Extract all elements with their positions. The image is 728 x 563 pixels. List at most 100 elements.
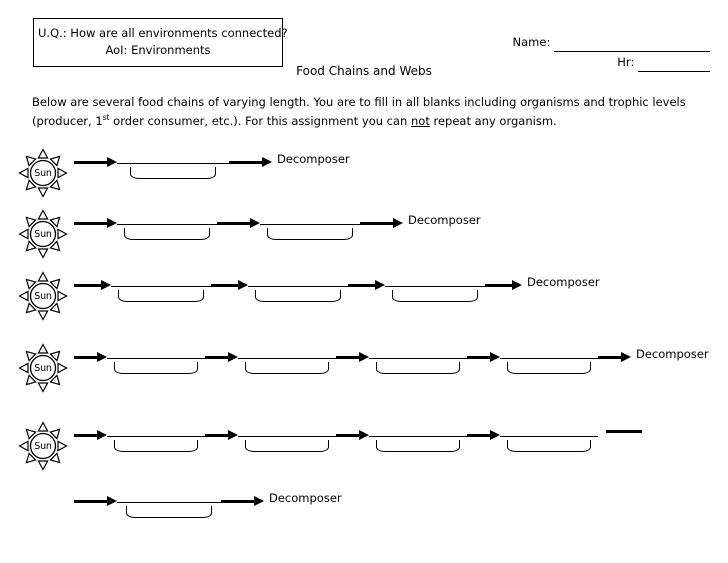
decomposer-label: Decomposer <box>636 347 709 361</box>
organism-name-blank[interactable] <box>111 272 211 287</box>
arrow-icon <box>360 218 403 228</box>
trophic-level-blank[interactable] <box>126 506 212 518</box>
organism-blank-slot[interactable] <box>369 422 467 452</box>
arrow-shaft <box>74 221 108 225</box>
name-input-line[interactable] <box>554 40 710 53</box>
organism-blank-slot[interactable] <box>385 272 485 302</box>
decomposer-label: Decomposer <box>269 491 342 505</box>
organism-blank-slot[interactable] <box>260 210 360 240</box>
arrow-head <box>97 430 107 440</box>
ordinal-superscript: st <box>102 112 110 122</box>
trophic-level-blank[interactable] <box>245 440 329 452</box>
trophic-level-blank[interactable] <box>245 362 329 374</box>
organism-name-blank[interactable] <box>107 344 205 359</box>
organism-blank-slot[interactable] <box>369 344 467 374</box>
arrow-icon <box>74 157 117 167</box>
sun-icon: Sun <box>12 206 74 262</box>
arrow-head <box>359 352 369 362</box>
organism-name-blank[interactable] <box>385 272 485 287</box>
sun-label: Sun <box>34 167 52 179</box>
arrow-head <box>375 280 385 290</box>
trophic-level-blank[interactable] <box>507 440 591 452</box>
organism-name-blank[interactable] <box>500 422 598 437</box>
organism-blank-slot[interactable] <box>117 210 217 240</box>
organism-blank-slot[interactable] <box>238 422 336 452</box>
arrow-icon <box>74 496 117 506</box>
organism-name-blank[interactable] <box>117 149 229 164</box>
trophic-level-blank[interactable] <box>130 167 216 179</box>
arrow-shaft <box>205 355 229 359</box>
food-chain-row: Sun Decomposer <box>12 340 709 400</box>
arrow-icon <box>74 430 107 440</box>
essential-question-box: U.Q.: How are all environments connected… <box>33 18 288 68</box>
trophic-level-blank[interactable] <box>114 440 198 452</box>
arrow-icon <box>74 280 111 290</box>
student-info-block: Name: Hr: <box>512 32 710 73</box>
arrow-icon <box>467 430 500 440</box>
arrow-head <box>228 430 238 440</box>
trophic-level-blank[interactable] <box>118 290 204 302</box>
organism-name-blank[interactable] <box>117 488 221 503</box>
sun-label: Sun <box>34 362 52 374</box>
decomposer-label: Decomposer <box>527 275 600 289</box>
instructions-emphasis-not: not <box>411 113 430 128</box>
trophic-level-blank[interactable] <box>267 228 353 240</box>
decomposer-label: Decomposer <box>277 152 350 166</box>
food-chain-sequence: Decomposer <box>74 484 342 544</box>
sun-label: Sun <box>34 440 52 452</box>
arrow-shaft <box>211 283 239 287</box>
arrow-head <box>621 352 631 362</box>
organism-name-blank[interactable] <box>117 210 217 225</box>
arrow-head <box>97 352 107 362</box>
organism-blank-slot[interactable] <box>500 344 598 374</box>
organism-blank-slot[interactable] <box>500 422 598 452</box>
organism-name-blank[interactable] <box>369 344 467 359</box>
organism-name-blank[interactable] <box>260 210 360 225</box>
arrow-shaft <box>229 160 263 164</box>
sun-label: Sun <box>34 228 52 240</box>
arrow-shaft <box>74 433 98 437</box>
organism-blank-slot[interactable] <box>107 422 205 452</box>
arrow-shaft <box>205 433 229 437</box>
trophic-level-blank[interactable] <box>507 362 591 374</box>
hour-input-line[interactable] <box>638 60 710 73</box>
arrow-shaft <box>217 221 251 225</box>
arrow-shaft <box>485 283 513 287</box>
organism-name-blank[interactable] <box>500 344 598 359</box>
organism-blank-slot[interactable] <box>107 344 205 374</box>
trophic-level-blank[interactable] <box>376 440 460 452</box>
organism-name-blank[interactable] <box>107 422 205 437</box>
organism-blank-slot[interactable] <box>248 272 348 302</box>
instructions-part-3: repeat any organism. <box>429 113 557 128</box>
organism-blank-slot[interactable] <box>117 149 229 179</box>
trophic-level-blank[interactable] <box>124 228 210 240</box>
arrow-icon <box>74 218 117 228</box>
arrow-shaft <box>74 283 102 287</box>
arrow-shaft <box>74 499 108 503</box>
arrow-shaft <box>598 355 622 359</box>
food-chain-sequence: Sun Decomposer <box>12 145 350 205</box>
arrow-head <box>512 280 522 290</box>
arrow-shaft <box>221 499 255 503</box>
name-label: Name: <box>512 35 551 49</box>
trophic-level-blank[interactable] <box>255 290 341 302</box>
organism-blank-slot[interactable] <box>238 344 336 374</box>
sun-icon: Sun <box>12 145 74 201</box>
trophic-level-blank[interactable] <box>376 362 460 374</box>
trophic-level-blank[interactable] <box>392 290 478 302</box>
organism-name-blank[interactable] <box>238 344 336 359</box>
arrow-icon <box>205 352 238 362</box>
arrow-head <box>101 280 111 290</box>
organism-name-blank[interactable] <box>248 272 348 287</box>
organism-blank-slot[interactable] <box>117 488 221 518</box>
trophic-level-blank[interactable] <box>114 362 198 374</box>
organism-name-blank[interactable] <box>369 422 467 437</box>
arrow-icon <box>485 280 522 290</box>
organism-name-blank[interactable] <box>238 422 336 437</box>
arrow-icon <box>336 352 369 362</box>
arrow-head <box>228 352 238 362</box>
organism-blank-slot[interactable] <box>111 272 211 302</box>
